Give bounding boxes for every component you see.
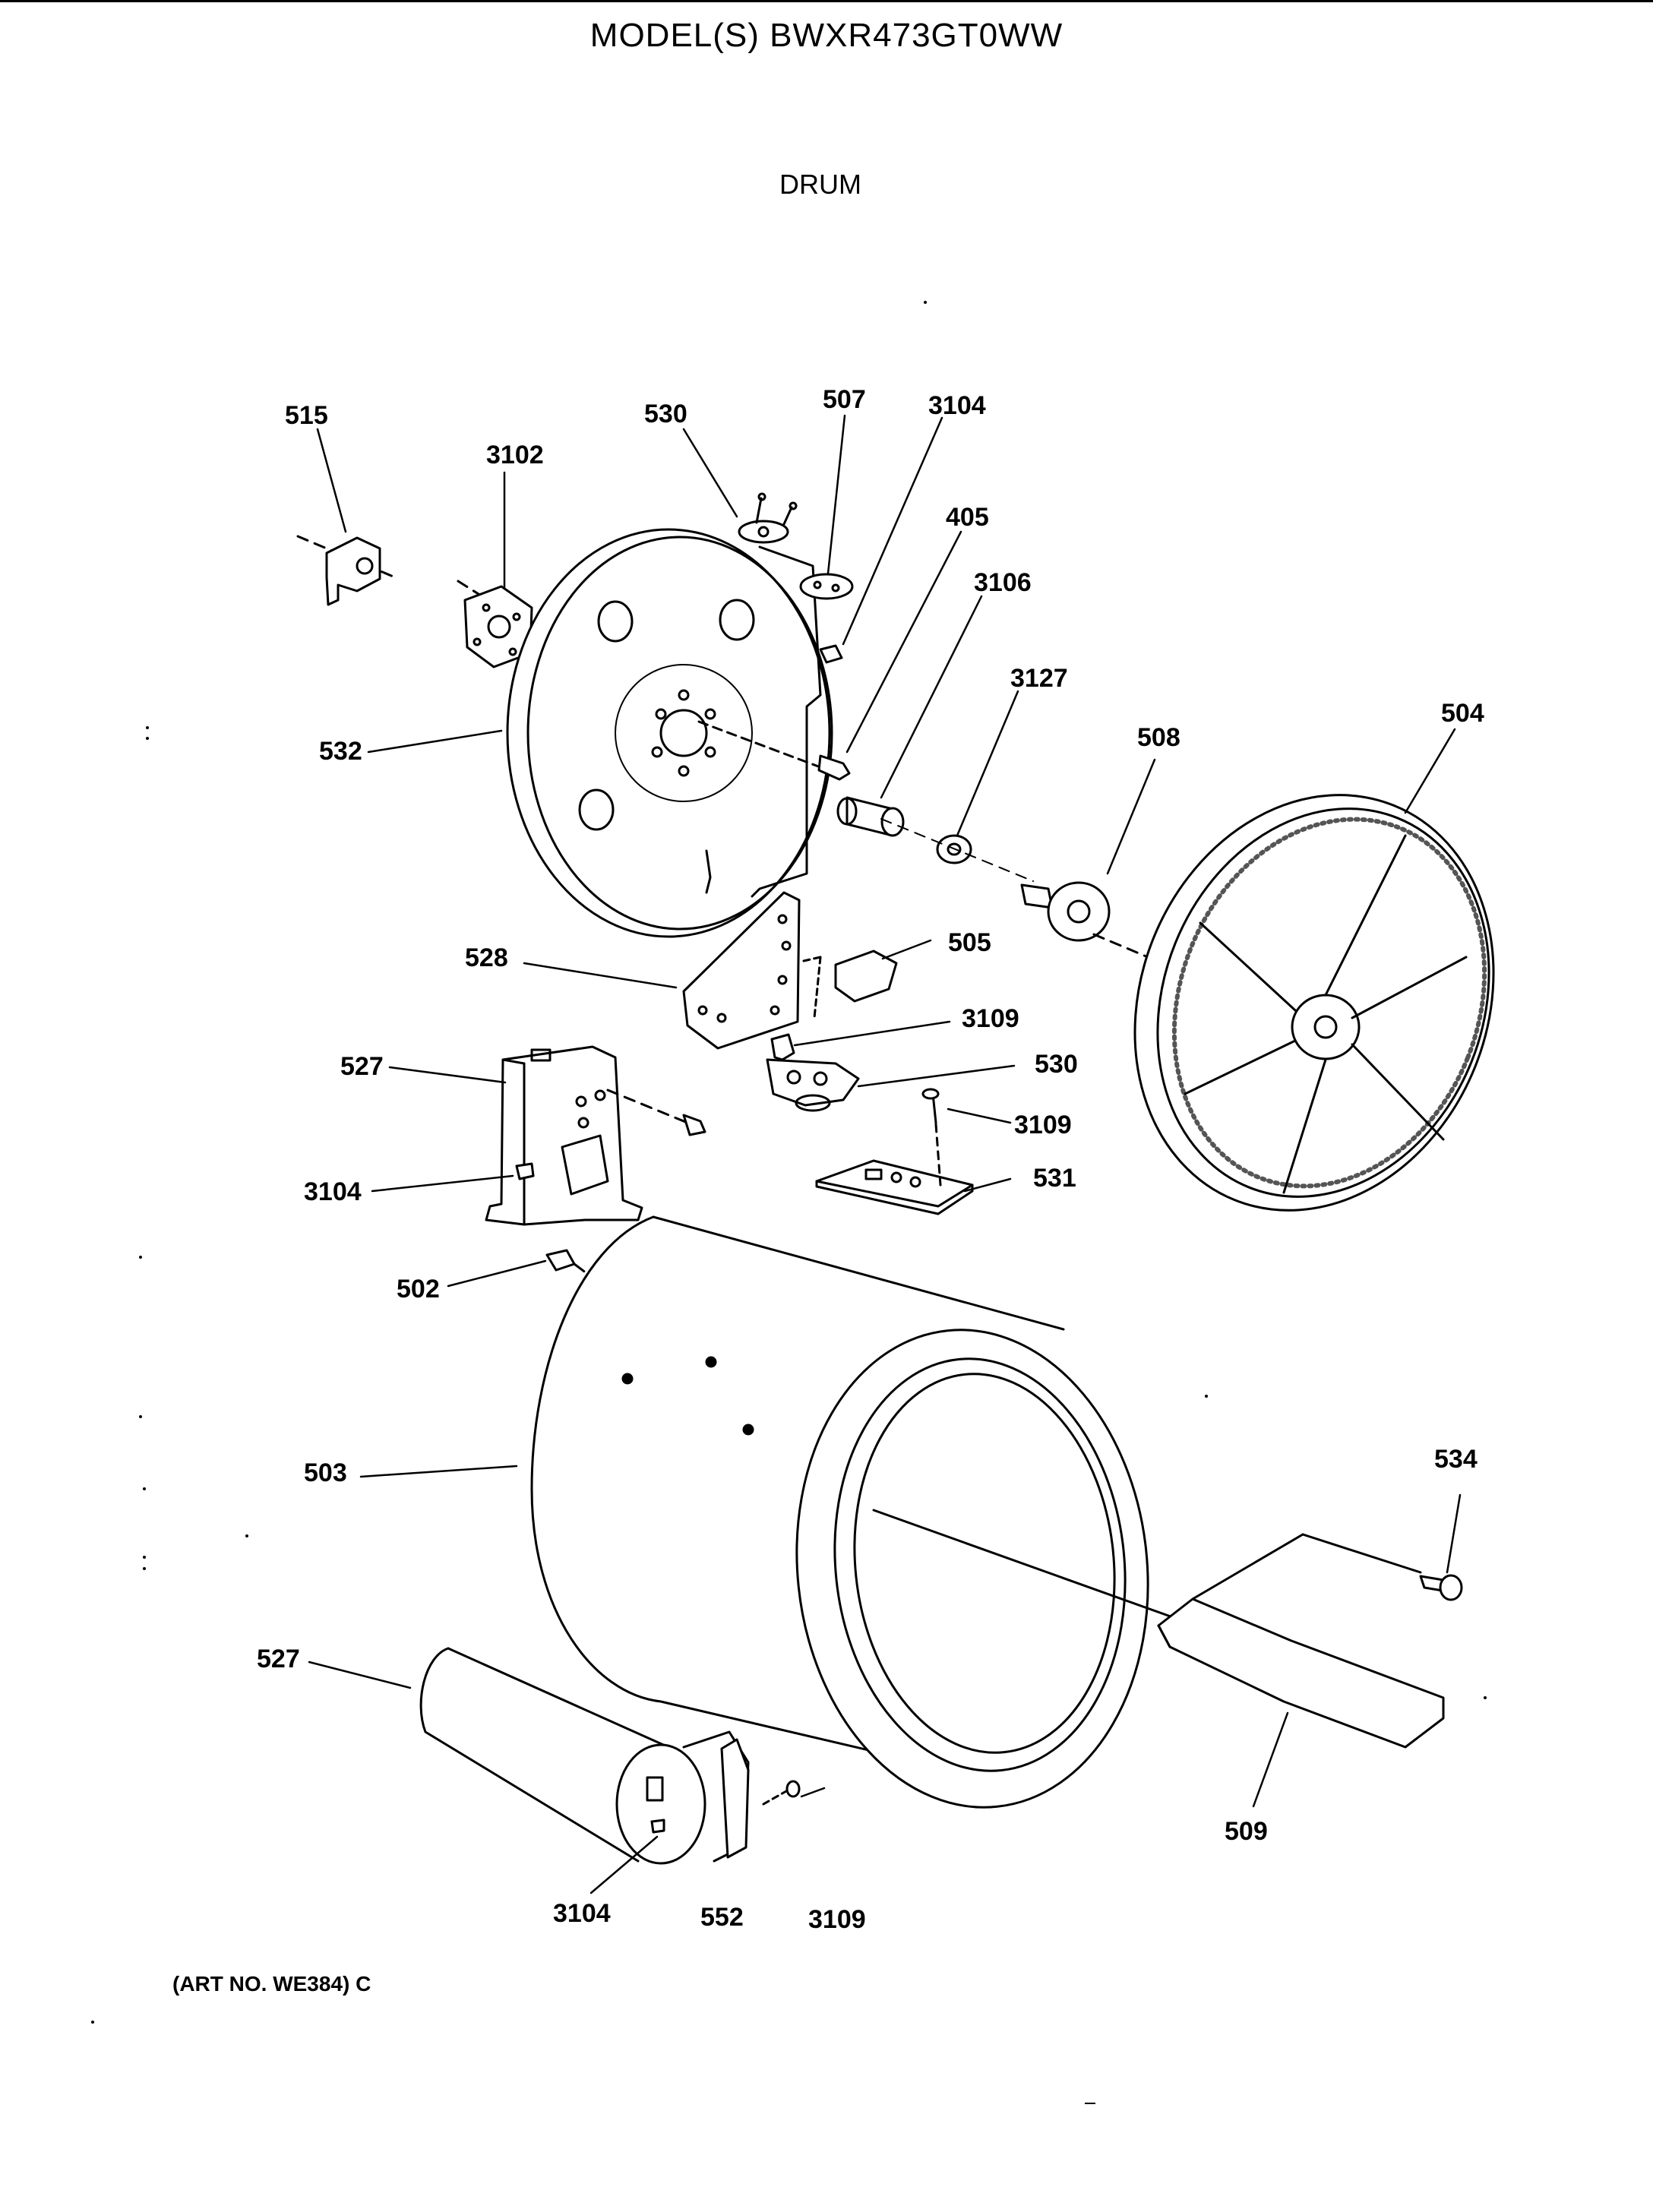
callout-534: 534 [1434,1445,1478,1474]
art-number: (ART NO. WE384) C [172,1972,371,1996]
callout-530-top: 530 [644,400,687,428]
callout-405: 405 [946,503,989,532]
part-530-thermostat-top [738,492,798,544]
part-532-rear-bulkhead [506,528,833,938]
part-508-hub [1020,881,1164,965]
callout-504: 504 [1441,699,1484,728]
part-3109-screw-c [762,1780,801,1806]
part-528-bracket [682,891,822,1050]
callout-labels: 515 3102 530 507 3104 405 3106 3127 508 … [257,385,1484,1934]
part-515-bracket [296,535,397,606]
part-405-bolt [817,754,851,781]
part-3109-screw-b [921,1088,940,1124]
part-3106-bearing [836,796,905,837]
callout-3109-b: 3109 [1014,1111,1072,1139]
scan-specks [91,301,1487,2104]
callout-507: 507 [823,385,866,414]
callout-530-lower: 530 [1035,1050,1078,1079]
header-rule [0,0,1653,2]
callout-528: 528 [465,943,508,972]
callout-532: 532 [319,737,362,766]
part-530-thermostat-lower [766,1058,860,1112]
part-507-fuse [799,573,854,600]
callout-3104-bottom: 3104 [553,1899,611,1928]
part-3104-screw-upper [819,644,843,664]
callout-3106: 3106 [974,568,1032,597]
part-503-drum [530,1215,1293,1809]
callout-527-lower: 527 [257,1645,300,1673]
part-527-cylinder-lower [419,1647,750,1865]
callout-505: 505 [948,928,991,957]
part-552-bracket [720,1738,750,1859]
callout-502: 502 [397,1275,440,1304]
part-509-baffle [1157,1533,1445,1749]
callout-3104-mid: 3104 [304,1177,362,1206]
callout-531: 531 [1033,1164,1076,1193]
callout-3109-c: 3109 [808,1905,866,1934]
part-504-drum-front [1133,794,1495,1212]
callout-508: 508 [1137,723,1180,752]
callout-3104-top: 3104 [928,391,986,420]
model-title: MODEL(S) BWXR473GT0WW [589,17,1064,54]
callout-3102: 3102 [486,441,544,469]
leader-lines [308,414,1462,1894]
callout-3109-a: 3109 [962,1004,1019,1033]
part-527-support-upper [485,1045,706,1226]
callout-509: 509 [1225,1817,1268,1846]
part-3104-screw-mid [515,1162,535,1217]
callout-552: 552 [700,1903,744,1932]
part-534-screw [1419,1574,1463,1601]
section-title: DRUM [779,169,861,200]
part-505-gasket [834,950,898,1003]
part-531-plate [815,1123,974,1215]
callout-515: 515 [285,401,328,430]
callout-3127: 3127 [1010,664,1068,693]
callout-527-upper: 527 [340,1052,384,1081]
part-3102-plate [457,580,533,668]
part-3109-screw-a [770,1033,795,1061]
callout-503: 503 [304,1458,347,1487]
